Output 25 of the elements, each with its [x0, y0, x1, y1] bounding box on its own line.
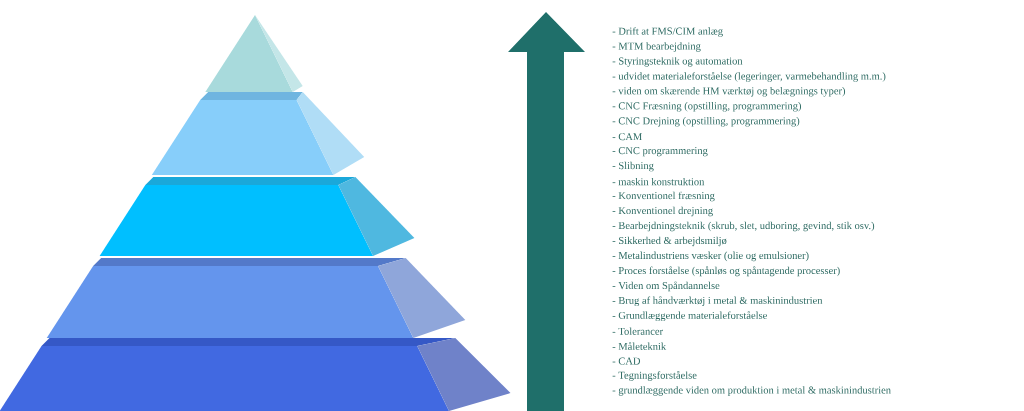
list-item: - Proces forståelse (spånløs og spåntagende processer)	[612, 266, 840, 277]
list-item: - Slibning	[612, 161, 654, 172]
list-item: - Konventionel fræsning	[612, 191, 715, 202]
list-item: - Metalindustriens væsker (olie og emulsioner)	[612, 251, 809, 262]
list-item: - Grundlæggende materialeforståelse	[612, 311, 767, 322]
list-item: - Sikkerhed & arbejdsmiljø	[612, 236, 727, 247]
list-item: - Måleteknik	[612, 342, 667, 350]
list-item: - Konventionel drejning	[612, 206, 713, 217]
list-item: - CNC Drejning (opstilling, programmering)	[612, 117, 800, 127]
list-item: - Styringsteknik og automation	[612, 57, 743, 67]
list-item: - grundlæggende viden om produktion i metal & maskinindustrien	[612, 386, 891, 396]
list-item: - CNC Fræsning (opstilling, programmering)	[612, 102, 802, 112]
list-item: - viden om skærende HM værktøj og belægnings typer)	[612, 87, 846, 97]
list-item: - Drift at FMS/CIM anlæg	[612, 27, 723, 37]
list-item: - CAD	[612, 357, 641, 365]
list-item: - udvidet materialeforståelse (legeringer, varmebehandling m.m.)	[612, 71, 886, 82]
list-item: - CNC programmering	[612, 147, 708, 157]
list-item: - Brug af håndværktøj i metal & maskinindustrien	[612, 296, 823, 307]
list-item: - Viden om Spåndannelse	[612, 281, 720, 292]
list-item: - CAM	[612, 133, 642, 141]
list-item: - MTM bearbejdning	[612, 42, 701, 52]
list-item: - Bearbejdningsteknik (skrub, slet, udboring, gevind, stik osv.)	[612, 221, 875, 232]
list-item: - Tegningsforståelse	[612, 371, 697, 381]
list-item: - Tolerancer	[612, 327, 663, 335]
list-item: - maskin konstruktion	[612, 177, 705, 186]
